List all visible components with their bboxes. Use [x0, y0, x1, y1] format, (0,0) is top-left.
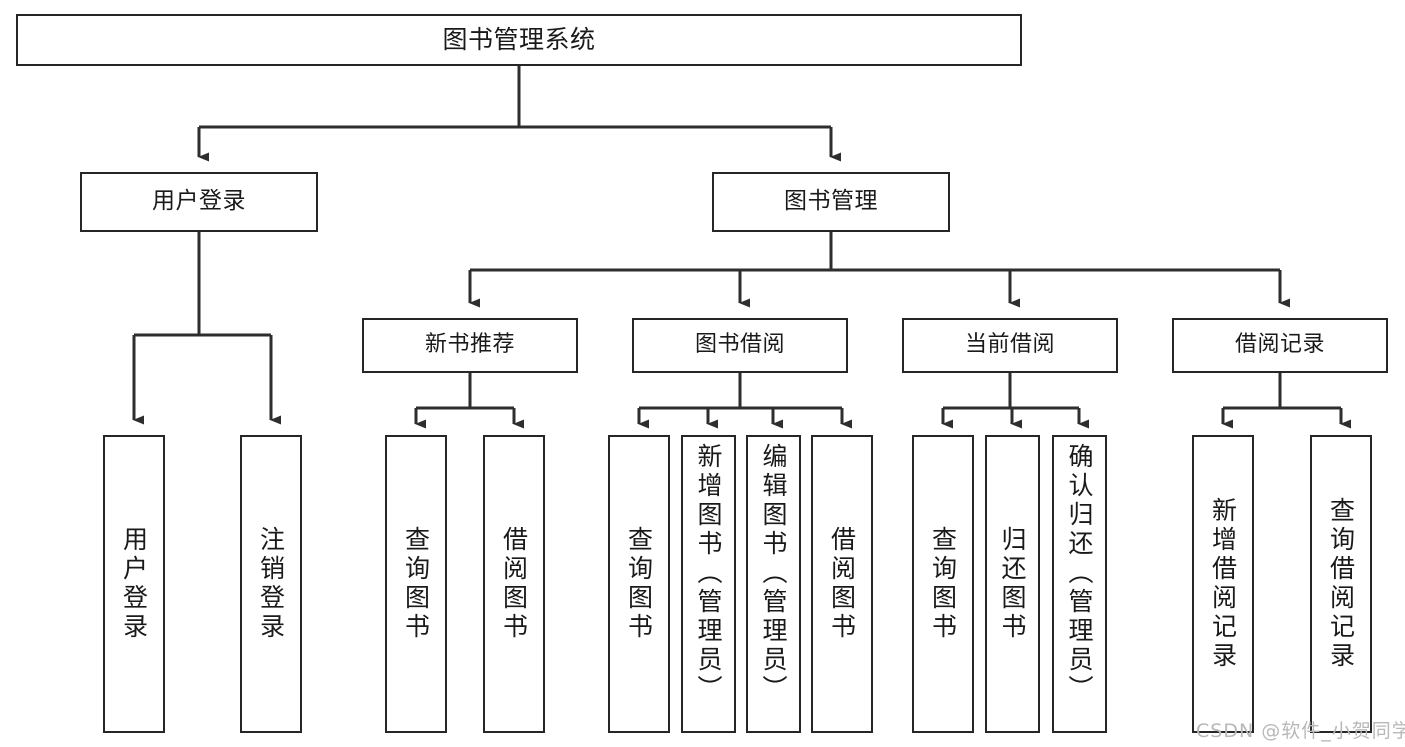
node-label: 新书推荐 — [424, 332, 515, 358]
node-label: 确认归还（管理员） — [1065, 443, 1094, 704]
node-leaf-6[interactable]: 编辑图书（管理员） — [746, 435, 801, 733]
node-level2-0[interactable]: 新书推荐 — [362, 318, 578, 373]
node-label: 图书管理系统 — [442, 25, 596, 54]
node-label: 编辑图书（管理员） — [759, 443, 788, 704]
node-level2-2[interactable]: 当前借阅 — [902, 318, 1118, 373]
node-label: 图书管理 — [784, 188, 878, 215]
node-label: 图书借阅 — [694, 332, 785, 358]
node-level1-0[interactable]: 用户登录 — [80, 172, 318, 232]
node-leaf-2[interactable]: 查询图书 — [385, 435, 447, 733]
node-level2-3[interactable]: 借阅记录 — [1172, 318, 1388, 373]
node-level1-1[interactable]: 图书管理 — [712, 172, 950, 232]
node-label: 注销登录 — [256, 526, 286, 642]
node-leaf-0[interactable]: 用户登录 — [103, 435, 165, 733]
node-leaf-1[interactable]: 注销登录 — [240, 435, 302, 733]
node-leaf-11[interactable]: 新增借阅记录 — [1192, 435, 1254, 733]
node-leaf-12[interactable]: 查询借阅记录 — [1310, 435, 1372, 733]
node-root-system[interactable]: 图书管理系统 — [16, 14, 1022, 66]
node-label: 借阅图书 — [499, 526, 529, 642]
node-label: 新增图书（管理员） — [694, 443, 723, 704]
node-label: 归还图书 — [998, 526, 1027, 642]
node-leaf-3[interactable]: 借阅图书 — [483, 435, 545, 733]
node-label: 查询借阅记录 — [1326, 497, 1356, 671]
node-leaf-7[interactable]: 借阅图书 — [811, 435, 873, 733]
node-leaf-4[interactable]: 查询图书 — [608, 435, 670, 733]
node-level2-1[interactable]: 图书借阅 — [632, 318, 848, 373]
node-label: 借阅记录 — [1234, 332, 1325, 358]
node-label: 借阅图书 — [827, 526, 857, 642]
node-label: 查询图书 — [928, 526, 958, 642]
node-label: 查询图书 — [401, 526, 431, 642]
node-label: 新增借阅记录 — [1208, 497, 1238, 671]
node-leaf-10[interactable]: 确认归还（管理员） — [1052, 435, 1107, 733]
node-leaf-9[interactable]: 归还图书 — [985, 435, 1040, 733]
node-leaf-5[interactable]: 新增图书（管理员） — [681, 435, 736, 733]
node-leaf-8[interactable]: 查询图书 — [912, 435, 974, 733]
node-label: 当前借阅 — [964, 332, 1055, 358]
node-label: 查询图书 — [624, 526, 654, 642]
node-label: 用户登录 — [119, 526, 149, 642]
node-label: 用户登录 — [152, 188, 246, 215]
